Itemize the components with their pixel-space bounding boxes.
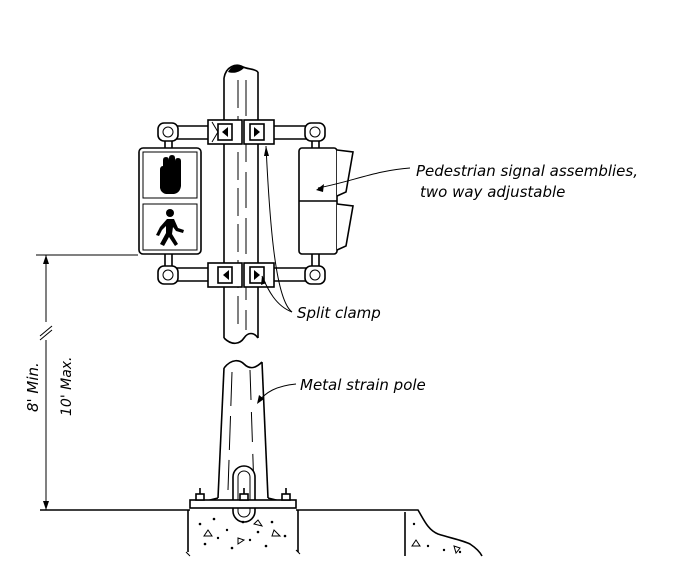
leader-lines	[257, 145, 411, 404]
label-split-clamp: Split clamp	[297, 304, 381, 322]
base-plate	[189, 488, 297, 509]
pedestrian-signal-head-right	[298, 147, 354, 255]
label-strain-pole: Metal strain pole	[300, 376, 426, 394]
label-signal-assemblies-line2: two way adjustable	[420, 183, 565, 201]
label-max-height: 10' Max.	[59, 356, 75, 416]
mounting-brackets	[157, 119, 326, 288]
bracket-hub	[157, 265, 179, 285]
walking-person-icon	[156, 209, 184, 246]
label-signal-assemblies-line1: Pedestrian signal assemblies,	[416, 162, 638, 180]
split-clamp-bottom	[207, 262, 275, 288]
upper-pole-section	[223, 64, 259, 345]
bracket-hub	[304, 122, 326, 142]
curb-section	[400, 509, 483, 557]
bracket-hub	[304, 265, 326, 285]
pedestrian-signal-head-left	[138, 147, 202, 255]
split-clamp-top	[207, 119, 275, 145]
hand-icon	[160, 155, 181, 194]
label-min-height: 8' Min.	[24, 362, 42, 412]
bracket-hub	[157, 122, 179, 142]
dimension-lines	[36, 254, 138, 510]
concrete-foundation	[185, 510, 301, 557]
